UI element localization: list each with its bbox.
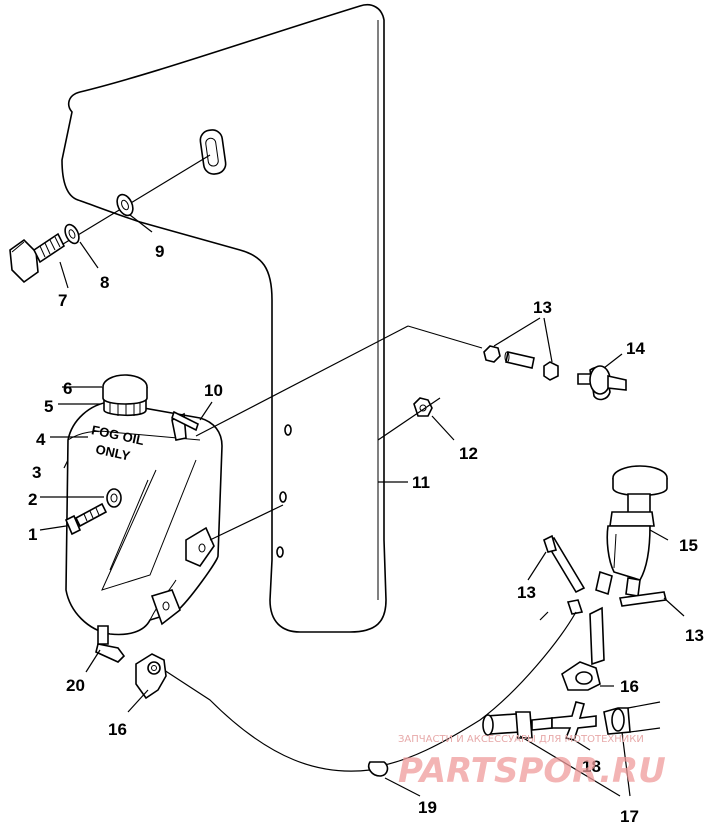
- callout-16-left: 16: [108, 720, 127, 739]
- callout-16-right: 16: [620, 677, 639, 696]
- callout-3: 3: [32, 463, 41, 482]
- vent-fitting: [171, 401, 213, 441]
- hose-clamp-set-upper: [483, 317, 559, 381]
- vent-hose-line: [195, 325, 409, 437]
- watermark-tagline: ЗАПЧАСТИ И АКСЕССУАРЫ ДЛЯ МОТОТЕХНИКИ: [398, 734, 644, 745]
- callout-8: 8: [100, 273, 109, 292]
- callout-13-upper: 13: [533, 298, 552, 317]
- callout-11: 11: [412, 473, 430, 492]
- callout-19: 19: [418, 798, 437, 817]
- nut-12: [377, 397, 455, 441]
- callout-9: 9: [155, 242, 164, 261]
- hose-clip-right: [561, 661, 614, 691]
- screw-and-washer: [39, 488, 122, 536]
- callout-4: 4: [36, 430, 46, 449]
- callout-20: 20: [66, 676, 85, 695]
- callout-2: 2: [28, 490, 37, 509]
- callout-15: 15: [679, 536, 698, 555]
- mount-line: [209, 504, 284, 541]
- tank-label-line2: ONLY: [94, 442, 132, 464]
- watermark-brand: PARTSPOR.RU: [398, 751, 666, 791]
- callout-12: 12: [459, 444, 478, 463]
- bolt-and-washers: [9, 154, 211, 289]
- hose-clip-left: [127, 653, 167, 713]
- outlet-fitting: [85, 625, 126, 673]
- mounting-plate: [61, 4, 387, 633]
- oil-hoses: [163, 599, 605, 777]
- callout-13-left: 13: [517, 583, 536, 602]
- tee-fitting-assembly: [482, 701, 661, 797]
- callout-18: 18: [582, 757, 601, 776]
- check-valve: [577, 353, 627, 401]
- callout-10: 10: [204, 381, 223, 400]
- callout-6: 6: [63, 379, 72, 398]
- leader-19: [384, 777, 421, 797]
- oil-pump: [595, 465, 669, 597]
- callout-14: 14: [626, 339, 645, 358]
- leader-3: [63, 459, 69, 469]
- callout-7: 7: [58, 291, 67, 310]
- filler-cap: [102, 374, 148, 417]
- callout-1: 1: [28, 525, 37, 544]
- callout-5: 5: [44, 397, 53, 416]
- callout-13-right: 13: [685, 626, 704, 645]
- hose-fittings-lower: [527, 534, 685, 617]
- watermark: ЗАПЧАСТИ И АКСЕССУАРЫ ДЛЯ МОТОТЕХНИКИ PA…: [398, 734, 666, 791]
- callout-17: 17: [620, 807, 639, 825]
- vent-hose-line-2: [407, 325, 483, 349]
